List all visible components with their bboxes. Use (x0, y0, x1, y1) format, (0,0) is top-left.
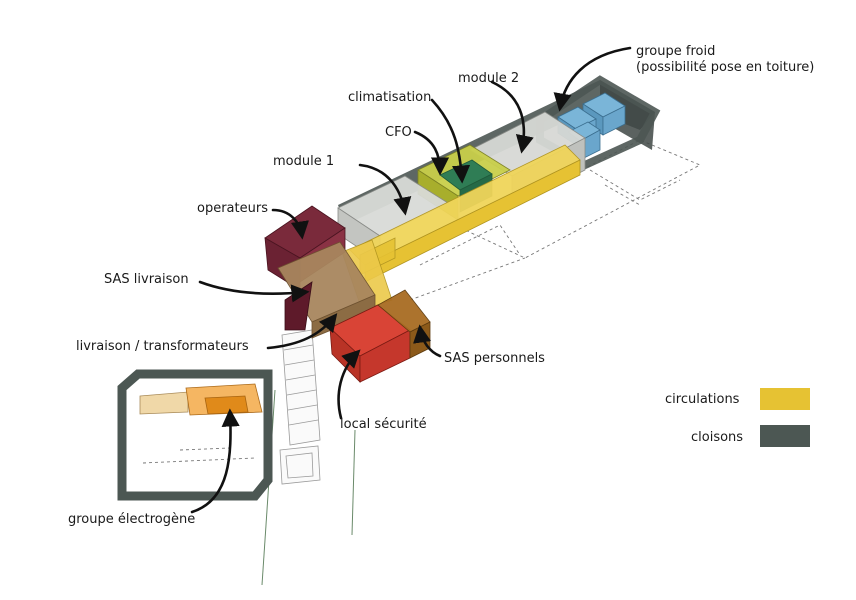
legend-cloisons-label: cloisons (691, 430, 743, 445)
callout-arrows (190, 46, 632, 514)
label-groupe-electrogene: groupe électrogène (68, 512, 195, 527)
delivery-ramp (279, 329, 321, 485)
label-livraison-transformateurs: livraison / transformateurs (76, 339, 249, 354)
legend-circulations-label: circulations (665, 392, 740, 407)
legend: circulations cloisons (665, 388, 810, 447)
dashed-footprint-outlines (142, 139, 702, 464)
label-operateurs: operateurs (197, 201, 268, 216)
label-climatisation: climatisation (348, 90, 431, 105)
legend-circulations-swatch (760, 388, 810, 410)
circulation-corridor (341, 144, 581, 311)
label-sas-personnels: SAS personnels (444, 351, 545, 366)
label-local-securite: local sécurité (340, 417, 427, 432)
access-lines (261, 389, 356, 586)
groupe-electrogene-enclosure (117, 369, 273, 501)
label-cfo: CFO (385, 125, 412, 140)
label-module-2: module 2 (458, 71, 519, 86)
label-sas-livraison: SAS livraison (104, 272, 189, 287)
legend-cloisons-swatch (760, 425, 810, 447)
label-groupe-froid-line1: groupe froid (636, 44, 715, 59)
label-module-1: module 1 (273, 154, 334, 169)
label-groupe-froid-line2: (possibilité pose en toiture) (636, 60, 814, 75)
diagram-labels: groupe froid (possibilité pose en toitur… (68, 44, 814, 527)
